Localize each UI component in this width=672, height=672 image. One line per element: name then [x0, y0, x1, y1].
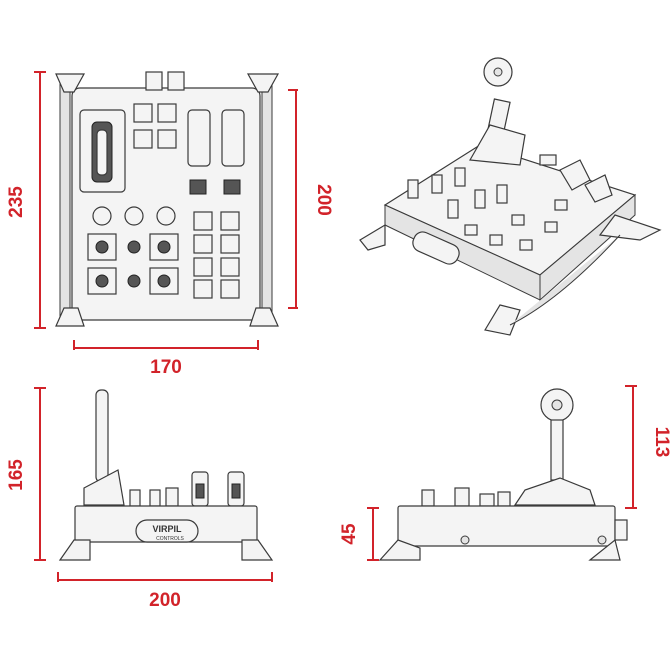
dimension-170: 170: [73, 340, 259, 378]
front-view: VIRPIL CONTROLS 165 200: [6, 387, 274, 611]
dimension-label-200-body: 200: [313, 184, 334, 216]
logo-brand-text: VIRPIL: [152, 524, 182, 534]
dimension-45: 45: [339, 507, 379, 561]
logo-badge: VIRPIL CONTROLS: [135, 519, 199, 543]
dimension-label-235: 235: [6, 186, 27, 218]
dimension-113: 113: [625, 385, 672, 509]
dimension-235: 235: [6, 71, 46, 329]
top-knobs: [87, 206, 179, 295]
top-buttons: [133, 103, 240, 299]
iso-knobs: [407, 154, 613, 251]
isometric-view: [359, 57, 662, 336]
side-view: 113 45: [339, 385, 672, 561]
dimension-label-45: 45: [339, 523, 360, 545]
dimension-200-body: 200: [288, 89, 334, 309]
side-view-body: [397, 505, 616, 547]
dimension-label-165: 165: [6, 459, 27, 491]
top-view: 235 200 170: [6, 71, 334, 378]
dimension-165: 165: [6, 387, 46, 561]
dimension-label-170: 170: [150, 357, 182, 378]
foot-icon: [55, 73, 86, 93]
dimension-200-front: 200: [57, 572, 273, 611]
dimension-label-113: 113: [651, 427, 672, 458]
iso-logo: [412, 231, 460, 265]
logo-sub-text: CONTROLS: [156, 536, 184, 542]
dimension-label-200-front: 200: [149, 590, 181, 611]
